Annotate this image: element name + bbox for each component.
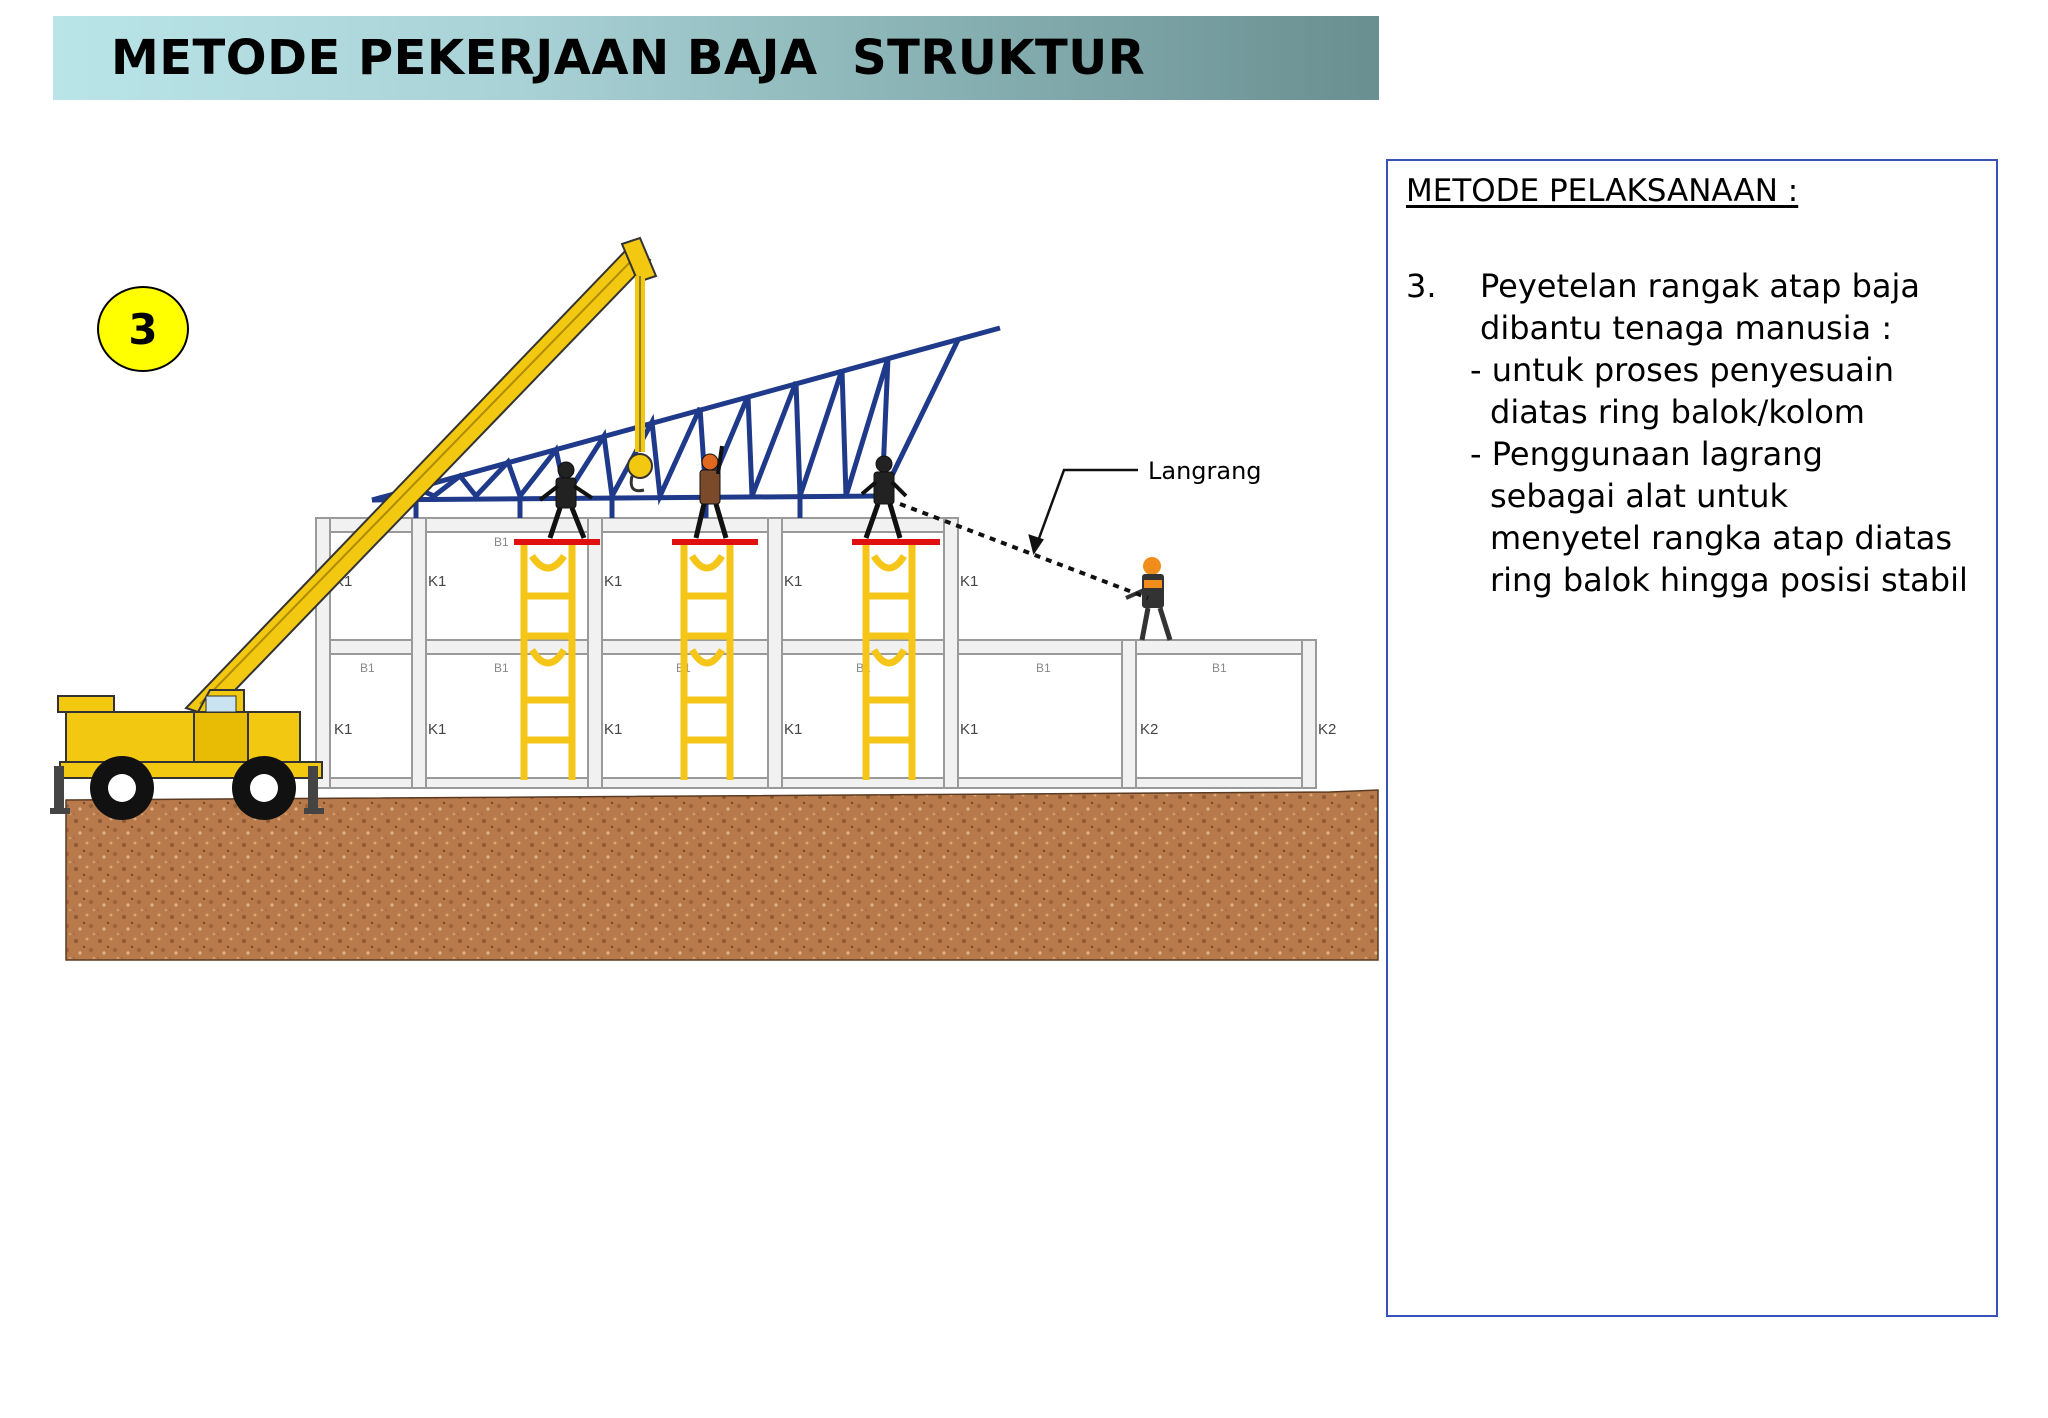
method-step-number: 3.	[1406, 267, 1437, 305]
crane-icon	[50, 236, 658, 820]
method-line: ring balok hingga posisi stabil	[1490, 561, 1968, 599]
method-heading: METODE PELAKSANAAN :	[1406, 173, 1799, 209]
column-k1	[315, 517, 331, 789]
column-k1	[587, 517, 603, 789]
beam-ground	[315, 777, 1317, 789]
column-label: K1	[960, 721, 978, 738]
beam-label: B1	[1212, 661, 1227, 675]
column-label: K1	[784, 573, 802, 590]
column-label: K1	[428, 721, 446, 738]
column-label: K1	[960, 573, 978, 590]
callout-leader	[1028, 468, 1138, 556]
column-k1	[767, 517, 783, 789]
langrang-callout-label: Langrang	[1148, 457, 1262, 485]
step-number-badge: 3	[97, 286, 189, 372]
method-line: menyetel rangka atap diatas	[1490, 519, 1953, 557]
concrete-frame	[315, 517, 1317, 789]
scaffold	[862, 544, 916, 780]
method-line: sebagai alat untuk	[1490, 477, 1789, 515]
title-bar: METODE PEKERJAAN BAJA STRUKTUR	[53, 16, 1379, 100]
method-line: dibantu tenaga manusia :	[1480, 309, 1893, 347]
column-k1	[411, 517, 427, 789]
scaffold-icon	[520, 544, 916, 780]
ground-worker	[1125, 557, 1173, 641]
column-k1	[943, 517, 959, 789]
method-line: - untuk proses penyesuain	[1470, 351, 1894, 389]
tag-line-icon	[899, 502, 1149, 600]
worker	[860, 455, 908, 539]
column-label: K1	[334, 721, 352, 738]
construction-diagram: K1 K1 K1 K1 K1 K1 K1 K1 K1 K1 K2 K2 B1 B…	[50, 236, 1379, 961]
beam-label: B1	[494, 661, 509, 675]
beam-label: B1	[1036, 661, 1051, 675]
ground	[65, 789, 1379, 961]
slide-title: METODE PEKERJAAN BAJA STRUKTUR	[111, 30, 1146, 86]
beam-middle	[315, 639, 1317, 655]
column-label: K1	[604, 721, 622, 738]
method-line: diatas ring balok/kolom	[1490, 393, 1865, 431]
column-k2	[1301, 639, 1317, 789]
beam-label: B1	[494, 535, 509, 549]
worker	[693, 445, 729, 539]
column-k2	[1121, 639, 1137, 789]
worker	[538, 461, 594, 539]
method-panel: METODE PELAKSANAAN : 3. Peyetelan rangak…	[1386, 159, 1998, 1317]
column-label: K1	[604, 573, 622, 590]
column-label: K1	[428, 573, 446, 590]
worker-icon	[538, 445, 908, 539]
scaffold	[680, 544, 734, 780]
beam-label: B1	[360, 661, 375, 675]
column-label: K2	[1318, 721, 1336, 738]
method-line: - Penggunaan lagrang	[1470, 435, 1823, 473]
method-line: Peyetelan rangak atap baja	[1480, 267, 1920, 305]
column-label: K1	[784, 721, 802, 738]
scaffold	[520, 544, 576, 780]
column-label: K2	[1140, 721, 1158, 738]
